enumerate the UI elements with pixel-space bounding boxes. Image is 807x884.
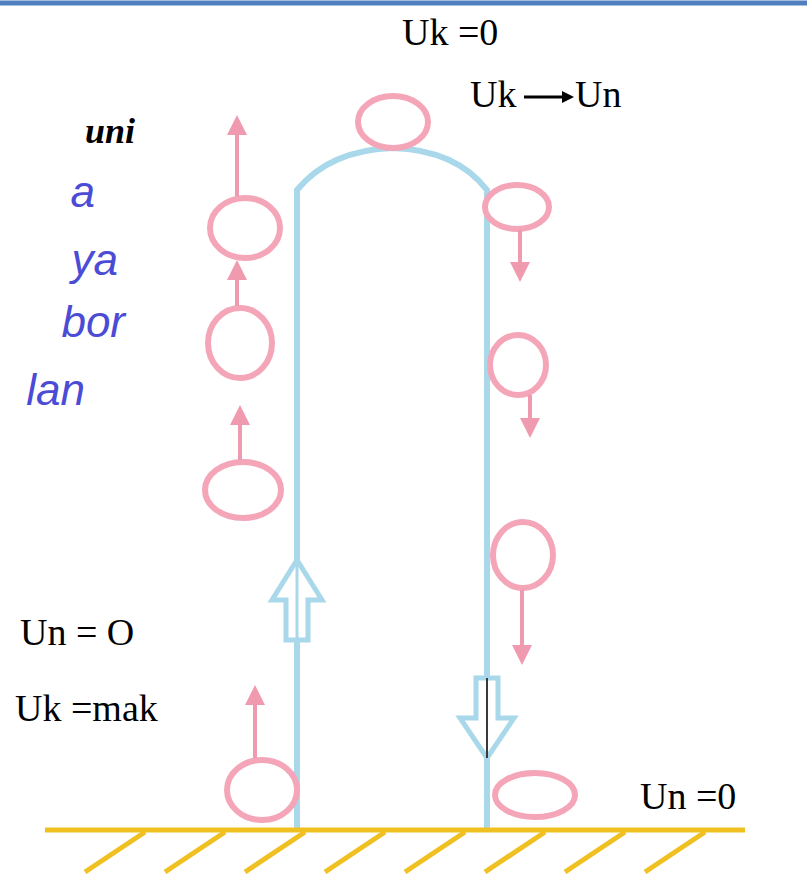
trajectory bbox=[297, 148, 487, 830]
ground bbox=[45, 830, 745, 872]
top-rule bbox=[0, 1, 807, 6]
conversion-arrow bbox=[524, 96, 568, 99]
energy-label: Uk =0 bbox=[402, 12, 498, 54]
up-arrow bbox=[272, 560, 322, 640]
cut-caption-text: a bbox=[71, 168, 95, 216]
energy-label: Uk bbox=[470, 74, 516, 116]
cut-caption-text: lan bbox=[26, 366, 85, 414]
cut-caption-text: uni bbox=[85, 112, 135, 152]
energy-label: Un = O bbox=[20, 612, 134, 654]
energy-label: Un bbox=[575, 74, 621, 116]
energy-label: Uk =mak bbox=[15, 688, 158, 730]
cut-caption-text: bor bbox=[61, 298, 125, 346]
ball bbox=[205, 96, 575, 820]
energy-label: Un =0 bbox=[640, 776, 736, 818]
down-arrow bbox=[460, 678, 514, 758]
velocity-arrow bbox=[237, 125, 530, 758]
cut-caption-text: ya bbox=[72, 236, 118, 284]
